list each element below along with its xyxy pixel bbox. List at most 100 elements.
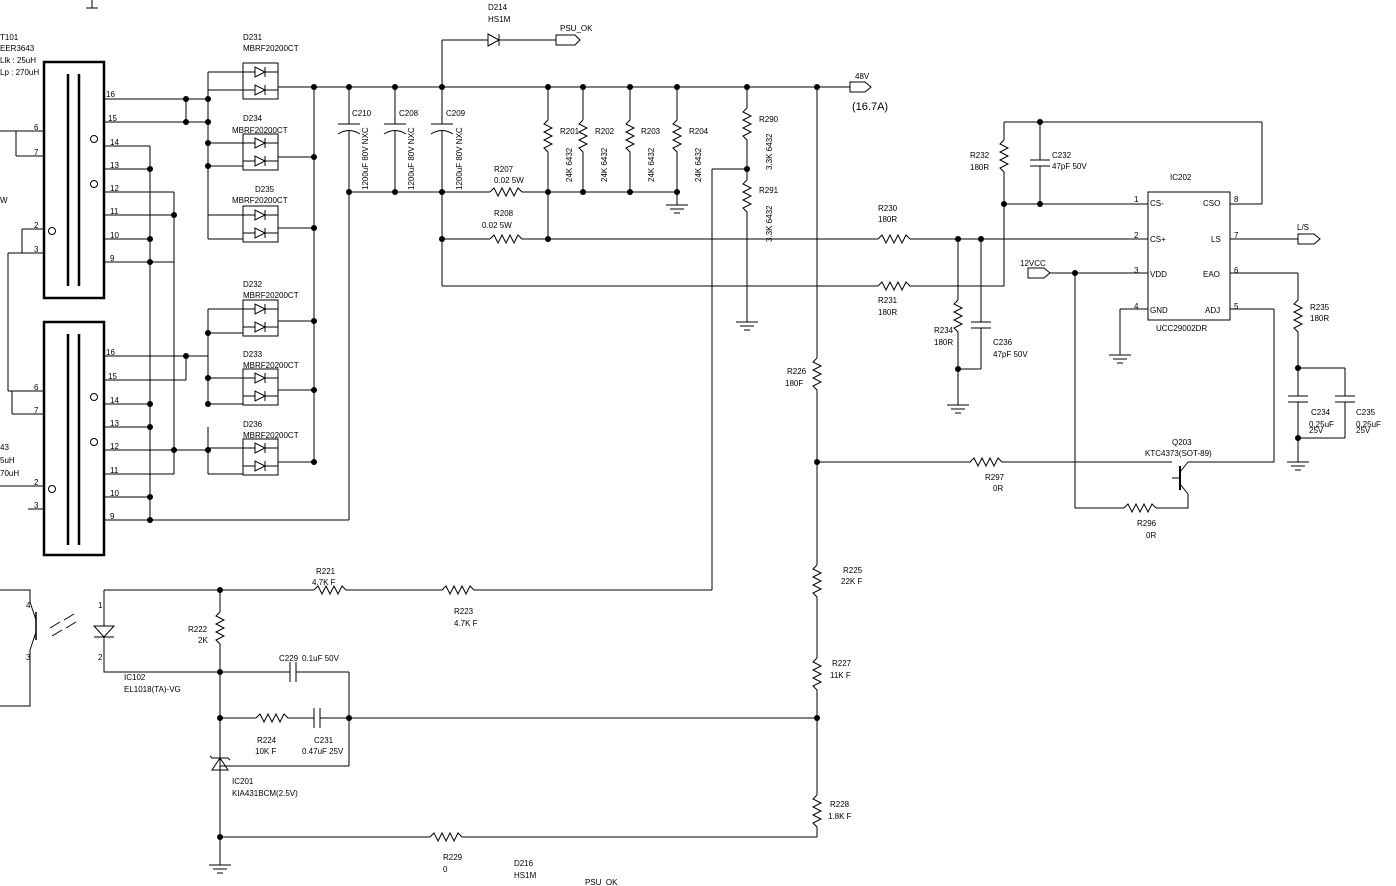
svg-text:R296: R296 (1137, 519, 1157, 528)
svg-text:14: 14 (110, 396, 119, 405)
transformer-t101: T101 EER3643 Llk : 25uH Lp : 270uH (0, 33, 106, 300)
t101-core: EER3643 (0, 44, 35, 53)
svg-text:0.25uF: 0.25uF (1356, 420, 1381, 429)
svg-text:D235: D235 (255, 185, 275, 194)
svg-text:11: 11 (110, 466, 119, 475)
divider-wiring (442, 87, 878, 837)
svg-text:15: 15 (108, 114, 117, 123)
svg-text:KIA431BCM(2.5V): KIA431BCM(2.5V) (232, 789, 298, 798)
ls-port: L/S (1297, 223, 1321, 245)
svg-text:1200uF 80V NXC: 1200uF 80V NXC (455, 127, 464, 190)
svg-text:3.3K 6432: 3.3K 6432 (765, 205, 774, 242)
svg-text:24K 6432: 24K 6432 (647, 147, 656, 182)
svg-text:C210: C210 (352, 109, 372, 118)
svg-text:1: 1 (1134, 195, 1139, 204)
svg-text:R228: R228 (830, 800, 850, 809)
svg-text:R291: R291 (759, 186, 779, 195)
svg-text:R203: R203 (641, 127, 661, 136)
svg-text:0.02 5W: 0.02 5W (482, 221, 512, 230)
svg-text:2: 2 (1134, 231, 1139, 240)
svg-text:12VCC: 12VCC (1020, 259, 1046, 268)
t101-ref: T101 (0, 33, 19, 42)
svg-text:R221: R221 (316, 567, 336, 576)
sense-network-wiring (952, 121, 1262, 405)
resistor-r208: R208 0.02 5W (442, 209, 548, 245)
svg-text:4: 4 (26, 601, 31, 610)
t101-pin-6: 6 (34, 123, 39, 132)
svg-text:14: 14 (110, 138, 119, 147)
svg-text:MBRF20200CT: MBRF20200CT (232, 126, 288, 135)
svg-text:3: 3 (1134, 266, 1139, 275)
svg-text:10K F: 10K F (255, 747, 276, 756)
output-48v-port: 48V (16.7A) (817, 72, 888, 113)
svg-text:25V: 25V (1356, 426, 1371, 435)
svg-text:UCC29002DR: UCC29002DR (1156, 324, 1207, 333)
svg-text:CS-: CS- (1150, 199, 1164, 208)
svg-text:R235: R235 (1310, 303, 1330, 312)
svg-text:R204: R204 (689, 127, 709, 136)
svg-text:R232: R232 (970, 151, 990, 160)
svg-text:MBRF20200CT: MBRF20200CT (243, 361, 299, 370)
svg-text:1200uF 80V NXC: 1200uF 80V NXC (407, 127, 416, 190)
svg-text:47pF 50V: 47pF 50V (993, 350, 1028, 359)
svg-text:0.02 5W: 0.02 5W (494, 176, 524, 185)
rectifier-wiring (174, 71, 842, 475)
t102-body (42, 320, 106, 557)
t101-pin-7: 7 (34, 148, 39, 157)
rectifier-junctions (147, 84, 820, 523)
t102-llk: 5uH (0, 456, 15, 465)
svg-text:3: 3 (26, 653, 31, 662)
svg-text:R225: R225 (843, 566, 863, 575)
t102-pin-7: 7 (34, 406, 39, 415)
svg-text:C235: C235 (1356, 408, 1376, 417)
cap-c210: C210 1200uF 80V NXC (352, 109, 372, 190)
svg-text:EAO: EAO (1203, 270, 1220, 279)
svg-text:MBRF20200CT: MBRF20200CT (243, 44, 299, 53)
cap-c208: C208 1200uF 80V NXC (399, 109, 419, 190)
ic202-wiring (1050, 122, 1355, 462)
feedback-wiring (104, 584, 817, 865)
svg-text:1200uF 80V NXC: 1200uF 80V NXC (361, 127, 370, 190)
t102-lp: 70uH (0, 469, 19, 478)
svg-text:D231: D231 (243, 33, 263, 42)
svg-text:180R: 180R (878, 215, 897, 224)
svg-text:D232: D232 (243, 280, 263, 289)
svg-text:D236: D236 (243, 420, 263, 429)
svg-text:9: 9 (110, 254, 115, 263)
t102-core: 43 (0, 443, 9, 452)
svg-text:C229: C229 (279, 654, 299, 663)
svg-text:C208: C208 (399, 109, 419, 118)
svg-text:R230: R230 (878, 204, 898, 213)
resistor-r230: R230 180R (877, 204, 1140, 245)
svg-text:MBRF20200CT: MBRF20200CT (243, 431, 299, 440)
svg-text:13: 13 (110, 161, 119, 170)
svg-text:GND: GND (1150, 306, 1168, 315)
svg-text:PSU_OK: PSU_OK (560, 24, 593, 33)
svg-text:HS1M: HS1M (488, 15, 511, 24)
svg-text:D214: D214 (488, 3, 508, 12)
transformer-t102: 43 5uH 70uH (0, 320, 106, 557)
svg-text:R229: R229 (443, 853, 463, 862)
svg-text:R208: R208 (494, 209, 514, 218)
svg-text:D216: D216 (514, 859, 534, 868)
resistor-r203: R203 24K 6432 (641, 127, 661, 182)
